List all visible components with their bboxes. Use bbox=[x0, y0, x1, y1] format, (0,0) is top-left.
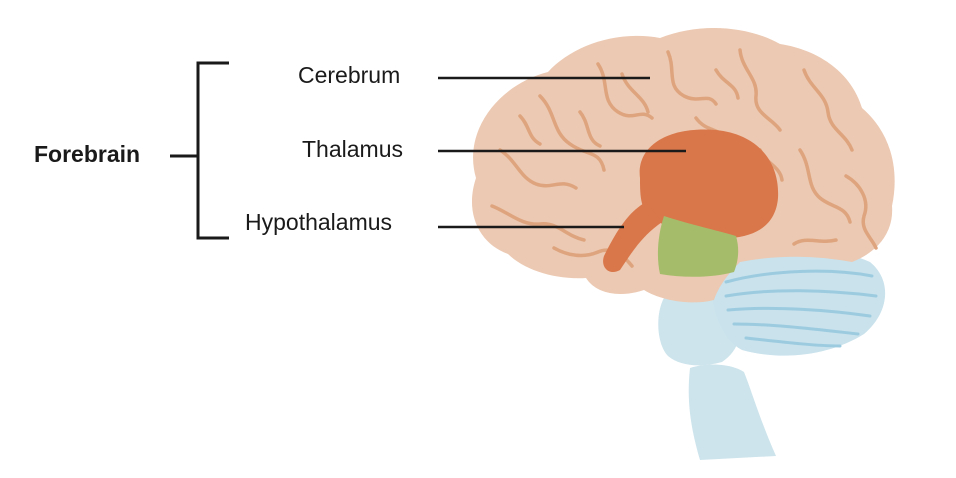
hypothalamus-label: Hypothalamus bbox=[245, 209, 393, 235]
cerebrum-label: Cerebrum bbox=[298, 62, 401, 88]
hypothalamus bbox=[657, 216, 739, 277]
thalamus bbox=[603, 129, 779, 273]
forebrain-bracket bbox=[170, 61, 229, 240]
forebrain-label: Forebrain bbox=[34, 141, 141, 167]
thalamus-label: Thalamus bbox=[302, 136, 403, 162]
cerebellum bbox=[712, 250, 886, 356]
